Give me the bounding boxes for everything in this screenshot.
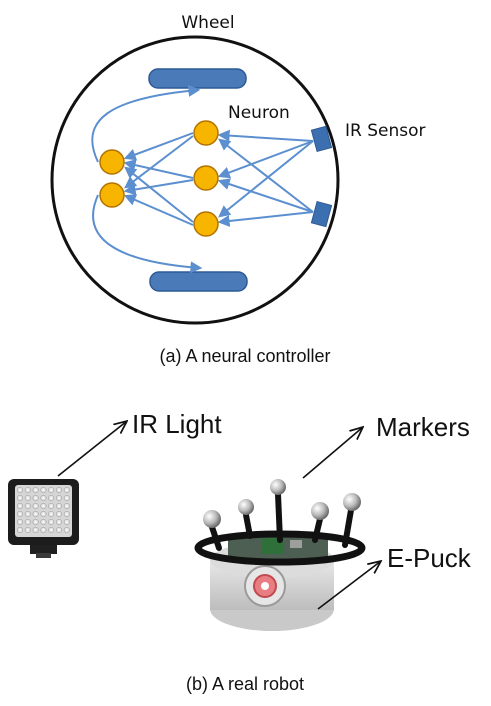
output-neuron-1 — [99, 149, 125, 175]
led-dot — [55, 518, 63, 526]
led-dot — [63, 494, 70, 502]
ir-sensor-top — [310, 125, 333, 153]
hidden-neuron-3 — [193, 211, 219, 237]
led-dot — [24, 494, 31, 502]
led-dot — [55, 502, 63, 510]
ir-sensor-bottom — [310, 200, 333, 228]
led-dot — [48, 526, 55, 534]
led-dot — [32, 526, 39, 534]
ir-light-arrow — [57, 421, 127, 477]
tracking-marker-icon — [203, 479, 361, 528]
top-wheel — [148, 68, 247, 89]
hidden-neuron-1 — [193, 120, 219, 146]
output-neuron-2 — [99, 182, 125, 208]
led-dot — [55, 494, 63, 502]
led-dot — [55, 526, 63, 534]
led-dot — [40, 494, 47, 502]
e-puck-arrow — [317, 561, 381, 610]
led-dot — [63, 510, 70, 518]
led-dot — [32, 486, 39, 494]
caption-b: (b) A real robot — [186, 674, 304, 694]
e-puck-robot-icon — [194, 479, 366, 631]
neural-controller-diagram: Wheel Neuron IR Sensor — [50, 13, 426, 366]
led-dot — [16, 486, 24, 494]
markers-label: Markers — [376, 412, 470, 442]
neurons — [99, 120, 219, 237]
led-dot — [16, 526, 24, 534]
led-dot — [16, 494, 24, 502]
led-dot — [24, 486, 31, 494]
neuron-label: Neuron — [228, 103, 290, 123]
ir-sensor-label: IR Sensor — [345, 121, 426, 141]
led-dot — [24, 502, 31, 510]
led-dot — [63, 526, 70, 534]
ir-light-lamp-icon — [8, 479, 79, 558]
led-dot — [63, 486, 70, 494]
led-dot — [48, 502, 55, 510]
led-dot — [40, 486, 47, 494]
led-dot — [48, 486, 55, 494]
led-dot — [63, 518, 70, 526]
led-dot — [24, 510, 31, 518]
led-dot — [40, 518, 47, 526]
led-dot — [16, 518, 24, 526]
led-dot — [40, 510, 47, 518]
e-puck-label: E-Puck — [387, 543, 472, 573]
bottom-wheel — [149, 271, 248, 292]
hidden-connections — [123, 132, 194, 226]
led-dot — [24, 518, 31, 526]
led-dot — [48, 518, 55, 526]
led-dot — [16, 510, 24, 518]
led-dot — [32, 518, 39, 526]
hidden-neuron-2 — [193, 165, 219, 191]
led-dot — [55, 510, 63, 518]
markers-arrow — [302, 427, 363, 479]
led-dot — [48, 494, 55, 502]
ir-light-label: IR Light — [132, 409, 222, 439]
motor-connections — [91, 84, 203, 274]
led-dot — [48, 510, 55, 518]
led-dot — [40, 502, 47, 510]
led-dot — [40, 526, 47, 534]
wheel-label: Wheel — [181, 13, 234, 33]
led-dot — [55, 486, 63, 494]
led-dot — [16, 502, 24, 510]
led-dot — [32, 502, 39, 510]
led-dot — [32, 510, 39, 518]
led-dot — [63, 502, 70, 510]
sensor-connections — [217, 129, 314, 227]
led-dot — [32, 494, 39, 502]
led-dot — [24, 526, 31, 534]
real-robot-photo: IR Light — [8, 409, 472, 694]
caption-a: (a) A neural controller — [159, 346, 330, 366]
